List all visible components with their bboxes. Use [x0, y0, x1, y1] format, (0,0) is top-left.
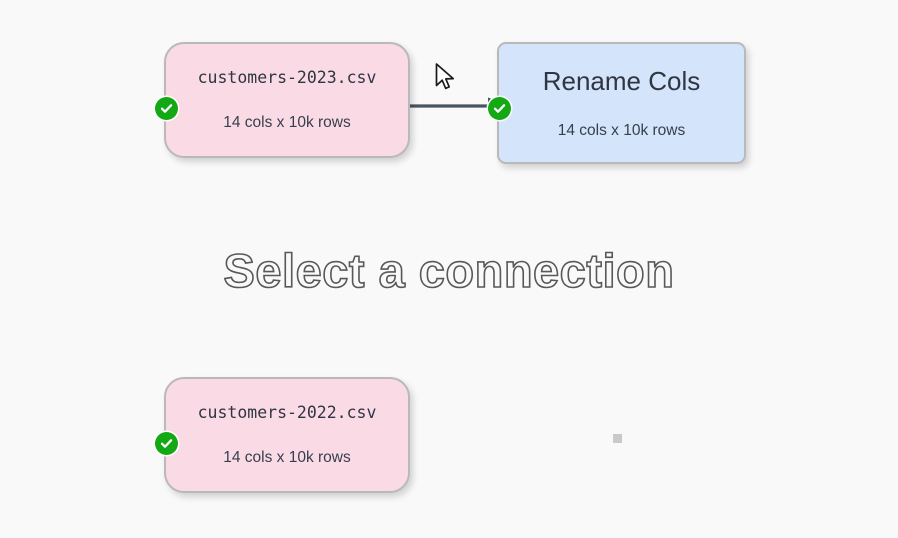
check-circle-icon [159, 436, 174, 451]
status-ok-badge[interactable] [155, 97, 178, 120]
node-customers-2022[interactable]: customers-2022.csv 14 cols x 10k rows [155, 377, 410, 493]
node-subtitle: 14 cols x 10k rows [223, 114, 351, 131]
check-circle-icon [159, 101, 174, 116]
node-title: customers-2023.csv [197, 68, 377, 87]
node-subtitle: 14 cols x 10k rows [557, 122, 686, 139]
status-ok-badge[interactable] [155, 432, 178, 455]
node-rename-cols[interactable]: Rename Cols 14 cols x 10k rows [488, 42, 746, 164]
check-circle-icon [492, 101, 507, 116]
node-title: Rename Cols [542, 66, 701, 96]
grip-dot-marker[interactable] [613, 434, 622, 443]
node-customers-2023[interactable]: customers-2023.csv 14 cols x 10k rows [155, 42, 410, 158]
status-ok-badge[interactable] [488, 97, 511, 120]
mouse-cursor-icon [435, 63, 455, 90]
node-title: customers-2022.csv [197, 403, 377, 422]
canvas-hint-text: Select a connection [223, 243, 675, 298]
node-subtitle: 14 cols x 10k rows [223, 449, 351, 466]
